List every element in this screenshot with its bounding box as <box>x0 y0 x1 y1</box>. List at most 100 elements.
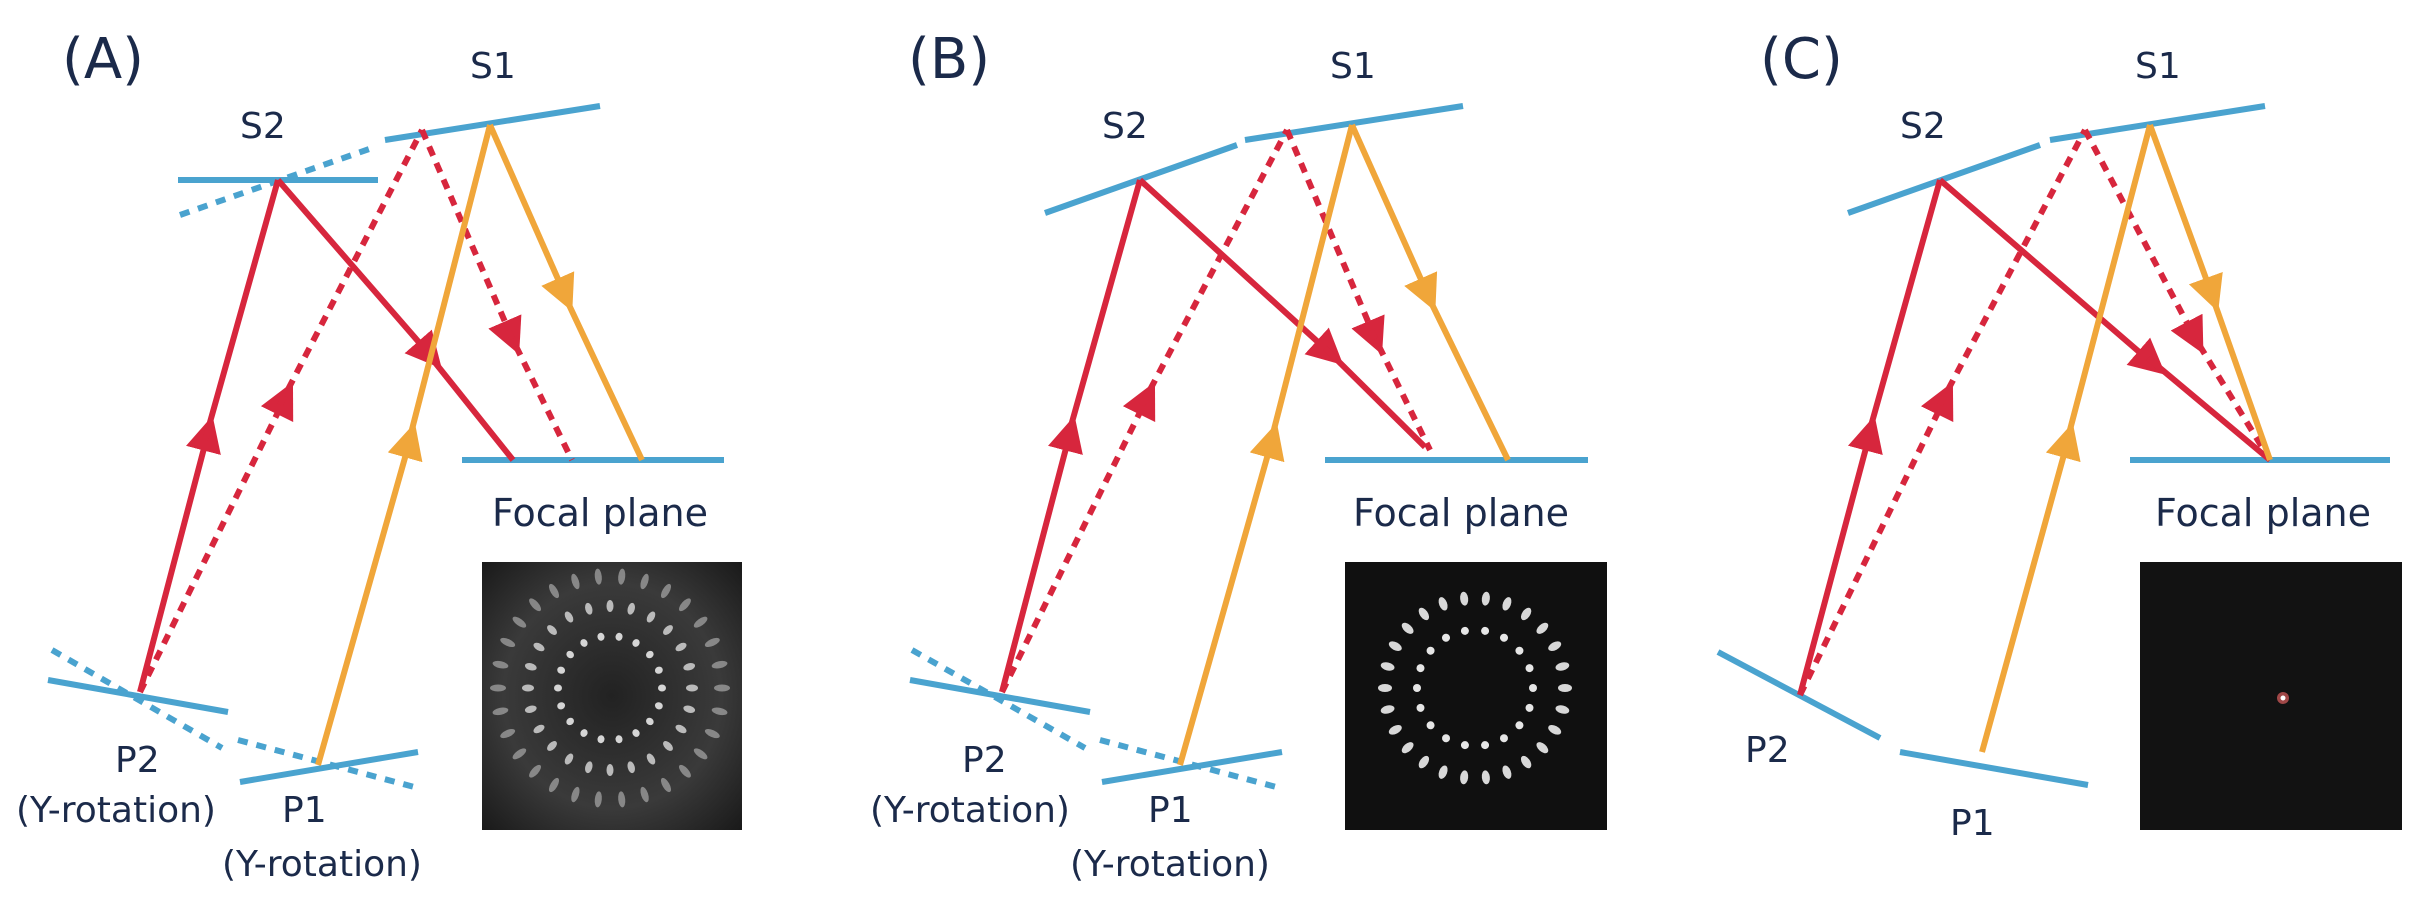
diffraction-spot <box>632 639 640 647</box>
diffraction-spot <box>1460 770 1469 785</box>
diffraction-spot <box>714 684 730 692</box>
diffraction-spot <box>512 616 527 628</box>
diffraction-spot <box>675 642 687 652</box>
diffraction-spot <box>1460 591 1469 606</box>
diffraction-spot <box>564 753 574 765</box>
diffraction-spot <box>1418 755 1430 769</box>
diffraction-spot <box>711 660 728 669</box>
panel-a: (A) S1 S2 Focal plane P2 (Y-rotation) P1… <box>16 27 742 885</box>
diffraction-spot <box>1426 721 1435 730</box>
diffraction-spot <box>1460 626 1469 635</box>
panel-b-s1-mirror <box>1244 103 1464 143</box>
diffraction-spot <box>512 748 527 760</box>
diffraction-spot <box>1500 734 1508 743</box>
panel-c-focal-label: Focal plane <box>2155 491 2371 535</box>
panel-b-red-dashed-down <box>1284 128 1385 355</box>
diffraction-spot <box>1442 633 1450 642</box>
panel-a-p2-mirror-rotated <box>50 647 224 751</box>
diffraction-spot <box>500 637 516 648</box>
diffraction-spot <box>1536 742 1549 754</box>
diffraction-spot <box>548 777 560 793</box>
diffraction-spot <box>571 786 580 803</box>
panel-c-red-beam-down <box>1938 177 2166 375</box>
panel-c-p2-label: P2 <box>1745 730 1790 771</box>
panel-a-orange-beam-up <box>315 422 423 766</box>
panel-b-p1-mirror-rotated <box>1099 737 1281 791</box>
diffraction-spot <box>500 728 516 739</box>
panel-c-red-beam-down-rest <box>2146 355 2272 463</box>
panel-b-orange-beam-down <box>1349 123 1438 312</box>
diffraction-spot <box>627 602 635 615</box>
panel-a-p2-sub: (Y-rotation) <box>16 790 216 831</box>
diffraction-spot <box>1413 684 1421 692</box>
panel-a-red-dashed-up <box>137 381 294 694</box>
panel-a-focal-label: Focal plane <box>492 491 708 535</box>
diffraction-spot <box>1401 622 1414 634</box>
panel-b-focal-label: Focal plane <box>1353 491 1569 535</box>
panel-b-red-beam-down-rest <box>1322 345 1428 450</box>
panel-b-red-dashed-down-rest <box>1368 328 1433 452</box>
diffraction-spot <box>1520 607 1532 621</box>
diffraction-spot <box>1438 597 1448 611</box>
panel-a-label: (A) <box>62 27 144 92</box>
diffraction-spot <box>1548 641 1562 651</box>
diffraction-spot <box>571 573 580 590</box>
diffraction-spot <box>490 684 506 692</box>
diffraction-spot <box>711 707 728 716</box>
diffraction-spot <box>557 702 566 710</box>
diffraction-spot <box>580 639 588 647</box>
diffraction-spot <box>658 684 666 692</box>
panel-a-s2-label: S2 <box>240 106 286 147</box>
diffraction-spot <box>524 705 537 713</box>
diffraction-spot <box>1525 664 1534 673</box>
diffraction-spot <box>524 663 537 671</box>
diffraction-spot <box>675 724 687 734</box>
diffraction-spot <box>1502 765 1512 779</box>
diffraction-spot <box>683 705 696 713</box>
panel-b-p2-sub: (Y-rotation) <box>870 790 1070 831</box>
panel-c-red-dashed-up <box>1797 381 1954 697</box>
panel-a-red-beam-down-rest <box>422 348 516 462</box>
diffraction-spot <box>646 753 656 765</box>
panel-c-inset-image <box>2140 562 2402 830</box>
panel-a-orange-beam-down-rest <box>559 288 645 462</box>
panel-c-s2-mirror <box>1846 142 2042 216</box>
diffraction-spot <box>597 632 605 641</box>
panel-b-red-dashed-up <box>999 381 1156 694</box>
diffraction-spot <box>646 611 656 623</box>
panel-b-orange-beam-down-rest <box>1422 288 1511 462</box>
diffraction-spot <box>594 568 602 585</box>
diffraction-spot <box>704 728 720 739</box>
diffraction-spot <box>1525 703 1534 712</box>
diffraction-spot <box>693 748 708 760</box>
diffraction-spot <box>606 764 614 776</box>
diffraction-spot <box>686 684 698 692</box>
diffraction-spot <box>1481 741 1490 750</box>
panel-b-p2-mirror <box>909 677 1091 715</box>
diffraction-spot <box>566 717 574 726</box>
diffraction-spot <box>533 724 545 734</box>
panel-b-s1-label: S1 <box>1330 46 1376 87</box>
diffraction-spot <box>618 791 626 808</box>
panel-c: (C) S1 S2 Focal plane P2 P1 <box>1716 27 2402 844</box>
panel-a-s1-label: S1 <box>470 46 516 87</box>
panel-a-inset-image <box>482 562 742 830</box>
diffraction-spot <box>1481 591 1490 606</box>
panel-a-red-dashed-down-rest <box>505 328 575 462</box>
diffraction-spot <box>654 702 663 710</box>
panel-a-p1-mirror-rotated <box>237 737 419 791</box>
diffraction-spot <box>1481 770 1490 785</box>
diffraction-spot <box>522 684 534 692</box>
diffraction-spot <box>529 764 542 778</box>
panel-b-inset-image <box>1345 562 1607 830</box>
diffraction-spot <box>564 611 574 623</box>
diffraction-spot <box>678 598 691 612</box>
diffraction-spot <box>1401 742 1414 754</box>
panel-a-orange-beam-up-rest <box>405 124 493 446</box>
diffraction-spot <box>597 735 605 744</box>
panel-c-s1-label: S1 <box>2135 46 2181 87</box>
panel-a-red-beam-up-rest <box>202 179 281 441</box>
diffraction-spot <box>618 568 626 585</box>
diffraction-spot <box>1416 703 1425 712</box>
